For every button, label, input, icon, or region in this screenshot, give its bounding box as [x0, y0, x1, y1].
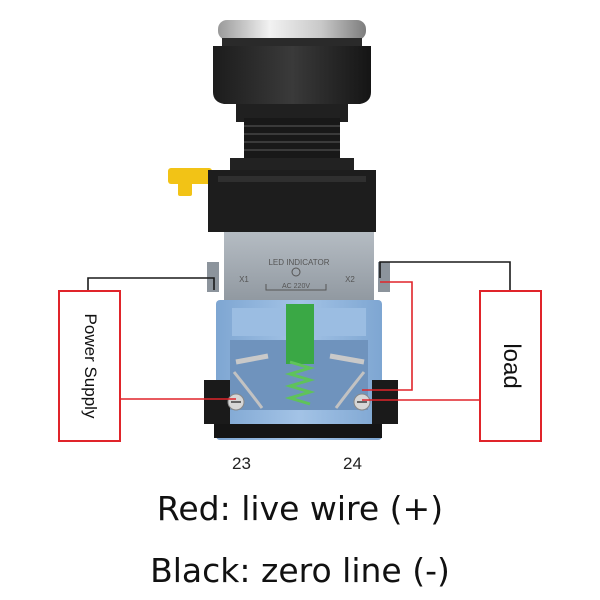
load-box: load: [479, 290, 542, 442]
threaded-neck: [230, 118, 354, 172]
led-indicator-module: LED INDICATOR X1 X2 AC 220V: [207, 232, 390, 304]
terminal-23-housing: [204, 380, 230, 424]
module-voltage-text: AC 220V: [282, 283, 310, 290]
button-cap: [218, 20, 366, 46]
wiring-lines: [87, 261, 511, 401]
terminal-24-housing: [372, 380, 398, 424]
live-wire-x2: [362, 281, 413, 391]
load-label: load: [497, 343, 525, 389]
spring: [284, 360, 316, 406]
green-plunger: [286, 304, 314, 364]
power-supply-box: Power Supply: [58, 290, 121, 442]
anti-rotation-tab: [168, 168, 212, 196]
contact-bridge: [235, 353, 365, 365]
module-x2-text: X2: [345, 275, 355, 284]
mounting-block: [208, 170, 376, 232]
contact-block: [204, 300, 398, 440]
terminal-23-label: 23: [232, 454, 251, 473]
button-bezel: [213, 46, 371, 122]
legend-red: Red: live wire (+): [156, 489, 444, 528]
legend-black: Black: zero line (-): [150, 551, 450, 590]
terminal-24-label: 24: [343, 454, 362, 473]
power-supply-label: Power Supply: [80, 313, 100, 419]
zero-wire-x2: [379, 261, 511, 292]
module-x1-text: X1: [239, 275, 249, 284]
module-title-text: LED INDICATOR: [268, 258, 329, 267]
zero-wire-x1: [87, 277, 215, 292]
